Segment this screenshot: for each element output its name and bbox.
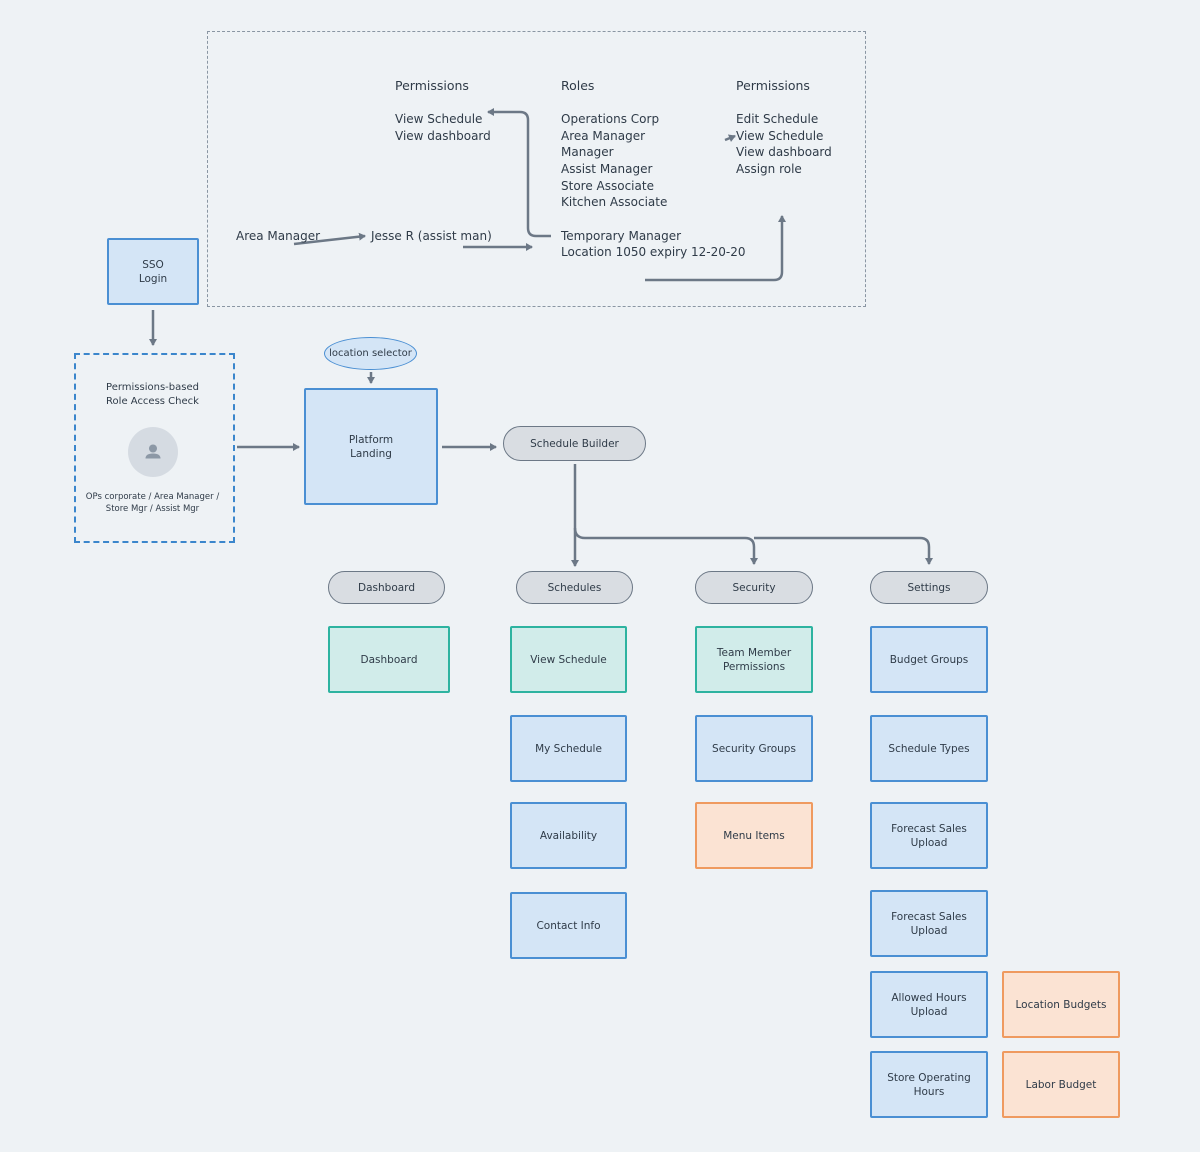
- schedule-builder-pill[interactable]: Schedule Builder: [503, 426, 646, 461]
- avatar: [128, 427, 178, 477]
- budget-groups-box[interactable]: Budget Groups: [870, 626, 988, 693]
- user-icon: [145, 444, 161, 459]
- left-permission-item: View Schedule: [395, 112, 483, 126]
- left-permissions-heading: Permissions: [395, 78, 469, 93]
- dashboard-pill[interactable]: Dashboard: [328, 571, 445, 604]
- arrow-temp-to-right-permissions: [645, 215, 786, 282]
- role-item: Assist Manager: [561, 162, 653, 176]
- arrow-area-to-jesse: [293, 232, 366, 246]
- menu-items-box[interactable]: Menu Items: [695, 802, 813, 869]
- team-member-permissions-box[interactable]: Team Member Permissions: [695, 626, 813, 693]
- right-permission-item: Edit Schedule: [736, 112, 819, 126]
- arrow-small-right: [724, 134, 736, 142]
- role-item: Store Associate: [561, 179, 654, 193]
- right-permission-item: View Schedule: [736, 129, 824, 143]
- jesse-label: Jesse R (assist man): [371, 229, 492, 243]
- role-item: Kitchen Associate: [561, 195, 668, 209]
- view-schedule-box[interactable]: View Schedule: [510, 626, 627, 693]
- temp-manager-location: Location 1050 expiry 12-20-20: [561, 245, 746, 259]
- right-permission-item: View dashboard: [736, 145, 832, 159]
- area-manager-label: Area Manager: [236, 229, 321, 243]
- settings-pill[interactable]: Settings: [870, 571, 988, 604]
- temp-manager-label: Temporary Manager: [561, 229, 682, 243]
- role-access-check-box[interactable]: [74, 353, 235, 543]
- allowed-hours-upload-box[interactable]: Allowed Hours Upload: [870, 971, 988, 1038]
- security-groups-box[interactable]: Security Groups: [695, 715, 813, 782]
- store-operating-hours-box[interactable]: Store Operating Hours: [870, 1051, 988, 1118]
- forecast-sales-upload-box[interactable]: Forecast Sales Upload: [870, 802, 988, 869]
- arrow-builder-to-security: [573, 527, 758, 565]
- arrow-builder-to-settings: [754, 536, 933, 565]
- labor-budget-box[interactable]: Labor Budget: [1002, 1051, 1120, 1118]
- schedules-pill[interactable]: Schedules: [516, 571, 633, 604]
- right-permissions-heading: Permissions: [736, 78, 810, 93]
- role-item: Operations Corp: [561, 112, 660, 126]
- role-item: Manager: [561, 145, 614, 159]
- dashboard-box[interactable]: Dashboard: [328, 626, 450, 693]
- role-check-title: Permissions-based Role Access Check: [106, 382, 199, 407]
- arrow-temp-to-left-permissions: [487, 108, 551, 238]
- role-item: Area Manager: [561, 129, 646, 143]
- sso-login-box[interactable]: SSO Login: [107, 238, 199, 305]
- roles-heading: Roles: [561, 78, 595, 93]
- role-check-caption: OPs corporate / Area Manager / Store Mgr…: [85, 492, 220, 514]
- location-selector[interactable]: location selector: [324, 337, 417, 370]
- left-permission-item: View dashboard: [395, 129, 491, 143]
- forecast-sales-upload-box-2[interactable]: Forecast Sales Upload: [870, 890, 988, 957]
- security-pill[interactable]: Security: [695, 571, 813, 604]
- platform-landing-box[interactable]: Platform Landing: [304, 388, 438, 505]
- contact-info-box[interactable]: Contact Info: [510, 892, 627, 959]
- schedule-types-box[interactable]: Schedule Types: [870, 715, 988, 782]
- location-budgets-box[interactable]: Location Budgets: [1002, 971, 1120, 1038]
- permissions-region: [207, 31, 866, 307]
- my-schedule-box[interactable]: My Schedule: [510, 715, 627, 782]
- right-permission-item: Assign role: [736, 162, 802, 176]
- availability-box[interactable]: Availability: [510, 802, 627, 869]
